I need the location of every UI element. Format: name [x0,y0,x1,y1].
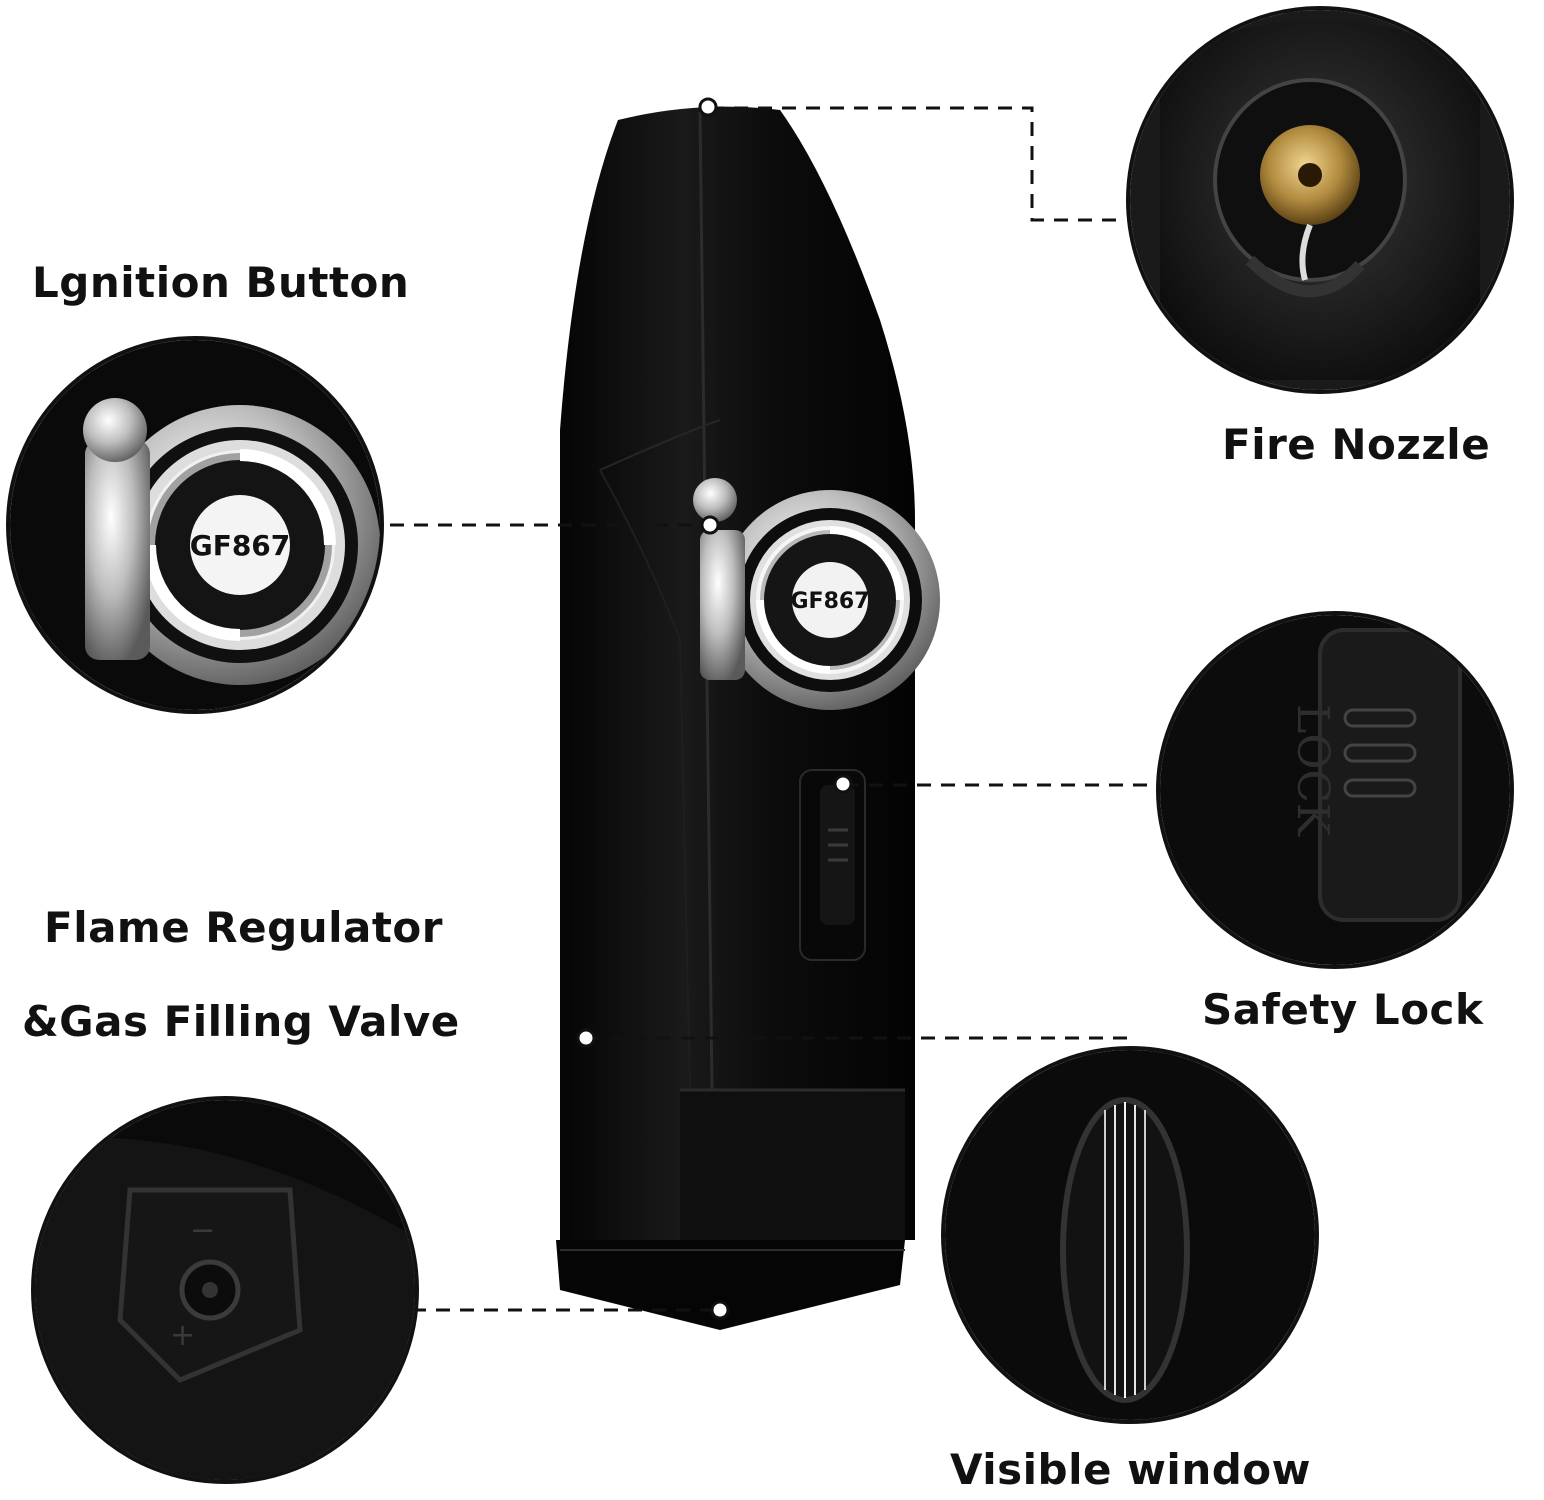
ignition-button-closeup: GF867 [6,336,384,714]
svg-text:−: − [190,1213,215,1248]
leader-dots [576,97,853,1320]
label-gas-filling-valve: &Gas Filling Valve [22,997,460,1046]
svg-text:+: + [170,1318,195,1353]
ignition-wheel: GF867 [693,478,940,710]
label-visible-window: Visible window [950,1445,1311,1494]
svg-text:LOCK: LOCK [1287,704,1338,837]
model-mark: GF867 [790,589,869,614]
label-safety-lock: Safety Lock [1202,985,1484,1034]
leader-lines [390,106,1160,1312]
label-fire-nozzle: Fire Nozzle [1222,420,1491,469]
svg-text:GF867: GF867 [190,529,291,562]
label-ignition-button: Lgnition Button [32,258,410,307]
label-flame-regulator: Flame Regulator [44,903,443,952]
fire-nozzle-closeup [1126,6,1514,394]
safety-lock-closeup: LOCK [1156,611,1514,969]
flame-regulator-closeup: + − [31,1096,419,1484]
safety-lock-slider [799,769,866,961]
visible-window-closeup [941,1046,1319,1424]
lighter-body: GF867 [556,106,940,1330]
